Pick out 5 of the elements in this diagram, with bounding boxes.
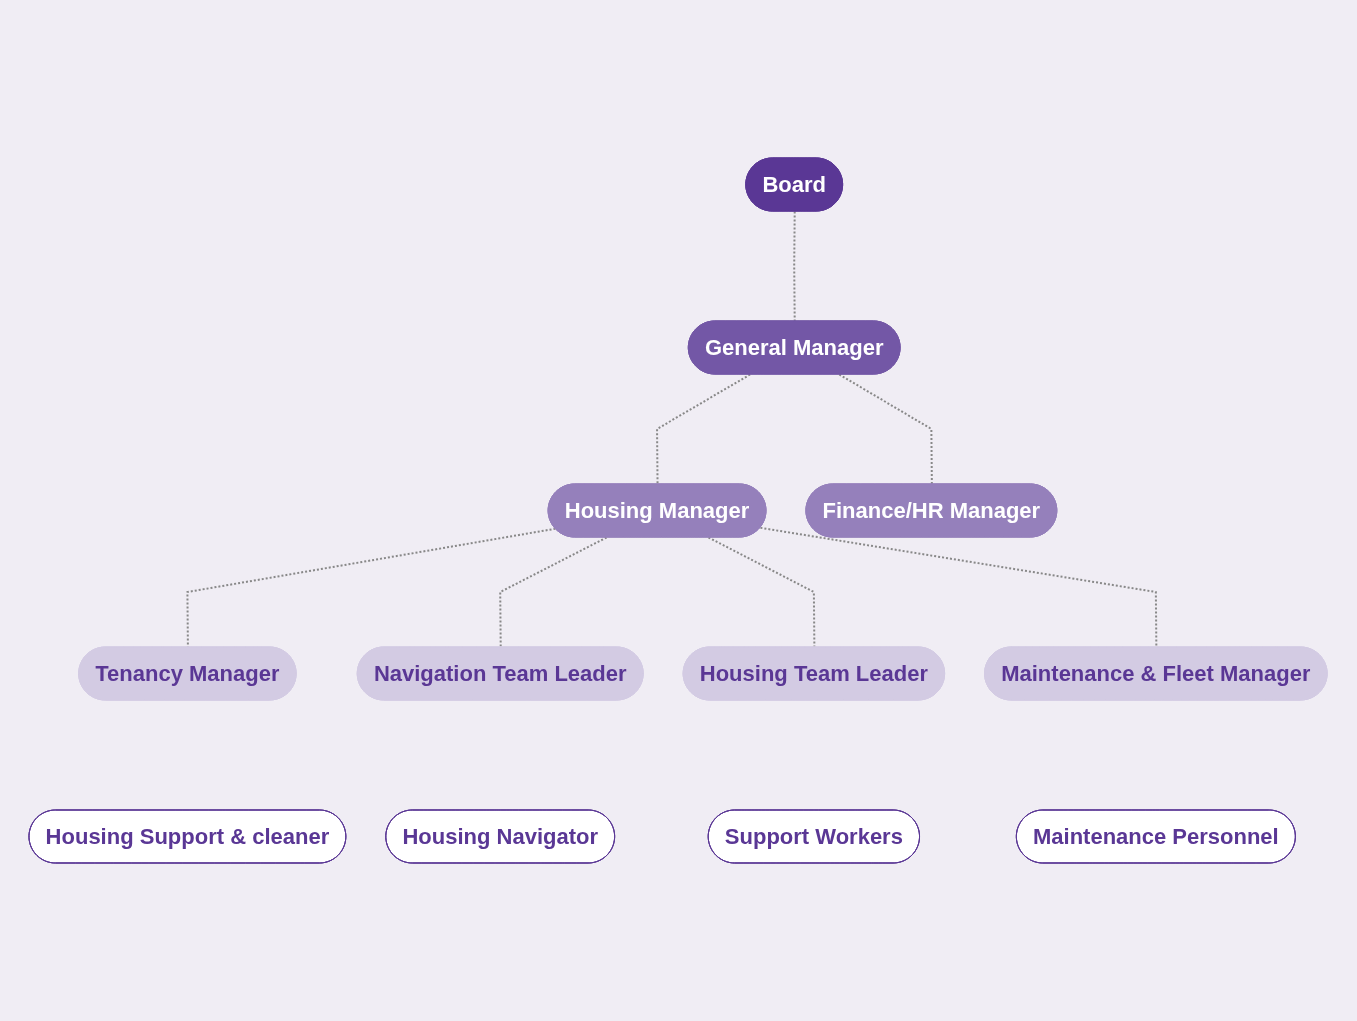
connector: [499, 536, 608, 649]
connector: [793, 210, 797, 323]
connector: [656, 373, 752, 486]
connector: [708, 536, 816, 649]
connector: [838, 373, 934, 486]
